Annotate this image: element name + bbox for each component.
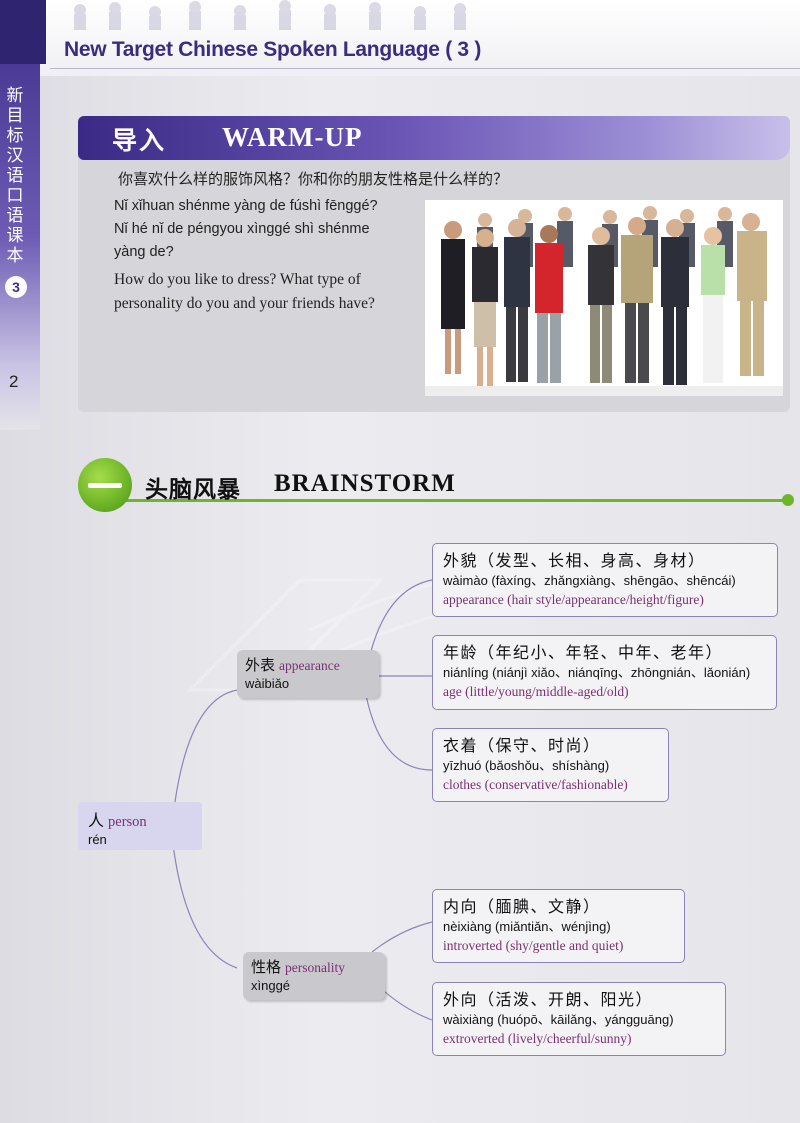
vertical-title-char: 语: [6, 166, 24, 186]
leaf-pinyin: wàixiàng (huópō、kāilǎng、yángguāng): [443, 1012, 674, 1027]
brainstorm-dash-icon: [88, 483, 122, 488]
warmup-title-bar: [78, 116, 790, 160]
warmup-title-en: WARM-UP: [222, 122, 363, 152]
leaf-cn: 内向（腼腆、文静）: [443, 897, 601, 916]
branch-en: appearance: [279, 658, 340, 673]
leaf-en: appearance (hair style/appearance/height…: [443, 592, 704, 607]
mindmap-leaf-clothes: 衣着（保守、时尚） yīzhuó (bǎoshǒu、shíshàng) clot…: [432, 728, 669, 802]
book-title: New Target Chinese Spoken Language ( 3 ): [64, 38, 482, 61]
volume-badge: 3: [5, 276, 27, 298]
sidebar-top-block: [0, 0, 46, 64]
leaf-cn: 外向（活泼、开朗、阳光）: [443, 990, 654, 1009]
pinyin-line: Nǐ xǐhuan shénme yàng de fúshì fēnggé?: [114, 198, 378, 214]
warmup-question-en: How do you like to dress? What type of p…: [114, 271, 375, 312]
brainstorm-title-en: BRAINSTORM: [274, 470, 456, 497]
branch-cn: 性格: [251, 958, 282, 976]
mindmap-leaf-extroverted: 外向（活泼、开朗、阳光） wàixiàng (huópō、kāilǎng、yán…: [432, 982, 726, 1056]
mindmap-leaf-introverted: 内向（腼腆、文静） nèixiàng (miǎntiǎn、wénjìng) in…: [432, 889, 685, 963]
root-en: person: [108, 814, 147, 830]
warmup-pinyin: Nǐ xǐhuan shénme yàng de fúshì fēnggé? N…: [114, 195, 414, 264]
vertical-title-char: 汉: [6, 146, 24, 166]
warmup-title-cn: 导入: [112, 126, 167, 155]
pinyin-line: yàng de?: [114, 244, 174, 260]
vertical-title-char: 口: [6, 186, 24, 206]
leaf-en: clothes (conservative/fashionable): [443, 777, 628, 792]
leaf-pinyin: yīzhuó (bǎoshǒu、shíshàng): [443, 758, 610, 773]
leaf-pinyin: niánlíng (niánjì xiǎo、niánqīng、zhōngnián…: [443, 665, 751, 680]
branch-cn: 外表: [245, 656, 276, 674]
mindmap-root-person: 人 person rén: [78, 802, 202, 850]
mindmap-branch-appearance: 外表 appearance wàibiǎo: [237, 650, 379, 698]
header-divider: [50, 68, 800, 69]
root-pinyin: rén: [88, 832, 107, 847]
left-sidebar: [0, 0, 40, 430]
leaf-cn: 外貌（发型、长相、身高、身材）: [443, 551, 706, 570]
root-cn: 人: [88, 811, 105, 830]
page-number: 2: [9, 372, 19, 391]
vertical-title-char: 课: [6, 226, 24, 246]
mindmap-branch-personality: 性格 personality xìnggé: [243, 952, 385, 1000]
leaf-cn: 年龄（年纪小、年轻、中年、老年）: [443, 643, 724, 662]
mindmap-leaf-age: 年龄（年纪小、年轻、中年、老年） niánlíng (niánjì xiǎo、n…: [432, 635, 777, 710]
leaf-pinyin: wàimào (fàxíng、zhǎngxiàng、shēngāo、shēncá…: [443, 573, 736, 588]
vertical-title-char: 语: [6, 206, 24, 226]
brainstorm-line-dot: [782, 494, 794, 506]
pinyin-line: Nǐ hé nǐ de péngyou xìnggé shì shénme: [114, 221, 370, 237]
page-header: New Target Chinese Spoken Language ( 3 ): [0, 0, 800, 76]
brainstorm-title-cn: 头脑风暴: [145, 477, 241, 503]
brainstorm-underline: [95, 499, 790, 502]
branch-pinyin: wàibiǎo: [245, 676, 290, 691]
vertical-title-char: 本: [6, 246, 24, 266]
branch-en: personality: [285, 960, 346, 975]
vertical-title-char: 目: [6, 106, 24, 126]
leaf-en: introverted (shy/gentle and quiet): [443, 938, 624, 953]
vertical-title-char: 标: [6, 126, 24, 146]
leaf-pinyin: nèixiàng (miǎntiǎn、wénjìng): [443, 919, 611, 934]
vertical-title-char: 新: [6, 86, 24, 106]
mindmap-leaf-looks: 外貌（发型、长相、身高、身材） wàimào (fàxíng、zhǎngxiàn…: [432, 543, 778, 617]
leaf-en: extroverted (lively/cheerful/sunny): [443, 1031, 632, 1046]
leaf-en: age (little/young/middle-aged/old): [443, 684, 629, 699]
vertical-book-title: 新 目 标 汉 语 口 语 课 本: [5, 86, 25, 266]
people-illustration: [425, 200, 783, 396]
leaf-cn: 衣着（保守、时尚）: [443, 736, 601, 755]
branch-pinyin: xìnggé: [251, 978, 291, 993]
warmup-question-cn: 你喜欢什么样的服饰风格？你和你的朋友性格是什么样的？: [118, 170, 509, 188]
crowd-silhouette-decoration: [74, 0, 466, 30]
group-photo: [425, 200, 783, 396]
